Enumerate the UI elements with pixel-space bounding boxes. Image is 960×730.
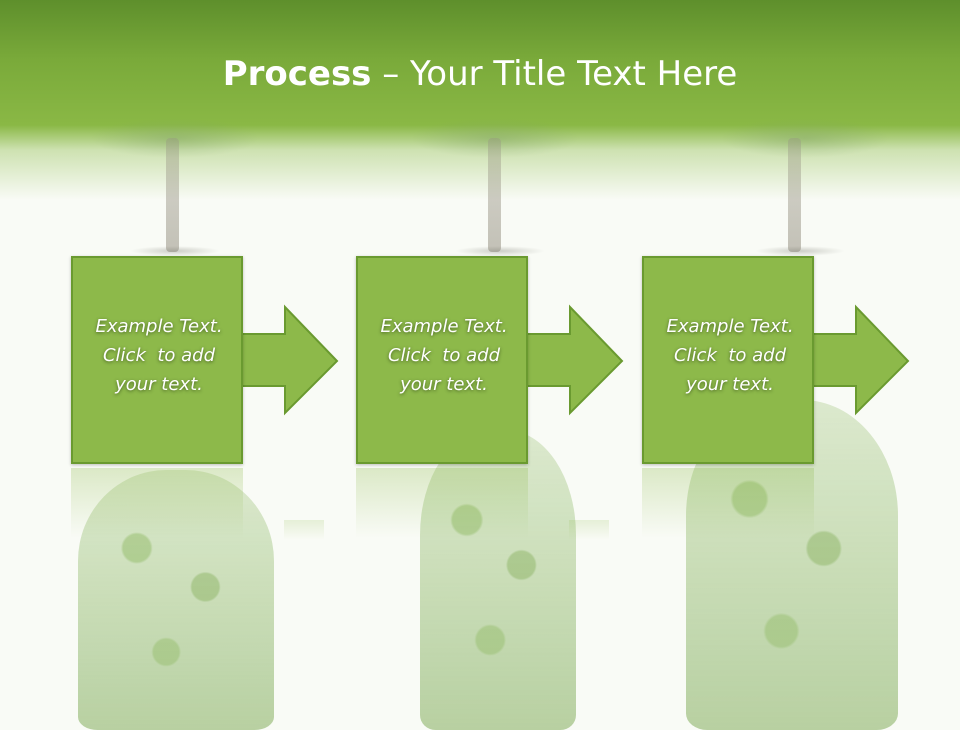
right-arrow-icon <box>240 304 339 416</box>
slide-title[interactable]: Process – Your Title Text Here <box>0 52 960 96</box>
step-text[interactable]: Example Text. Click to add your text. <box>650 312 810 399</box>
step-text-line: Click to add <box>387 345 500 366</box>
right-arrow-icon <box>811 304 910 416</box>
process-step-3: Example Text. Click to add your text. <box>642 256 912 466</box>
step-text-line: your text. <box>400 374 488 395</box>
process-step-1: Example Text. Click to add your text. <box>71 256 341 466</box>
step-text-line: Example Text. <box>666 316 794 337</box>
tree-trunk-image <box>488 138 501 252</box>
tree-canopy-image <box>720 118 890 158</box>
tree-trunk-image <box>166 138 179 252</box>
step-text-line: Example Text. <box>95 316 223 337</box>
step-box[interactable]: Example Text. Click to add your text. <box>71 256 243 464</box>
box-reflection <box>71 468 243 538</box>
process-step-2: Example Text. Click to add your text. <box>356 256 626 466</box>
tree-shadow <box>130 246 220 256</box>
title-bold: Process <box>222 54 372 94</box>
step-text-line: Example Text. <box>380 316 508 337</box>
arrow-reflection <box>284 520 324 540</box>
step-text[interactable]: Example Text. Click to add your text. <box>79 312 239 399</box>
step-text-line: Click to add <box>102 345 215 366</box>
box-reflection <box>642 468 814 538</box>
step-text-line: Click to add <box>673 345 786 366</box>
step-text[interactable]: Example Text. Click to add your text. <box>364 312 524 399</box>
step-text-line: your text. <box>115 374 203 395</box>
tree-shadow <box>455 246 545 256</box>
tree-shadow <box>755 246 845 256</box>
tree-trunk-image <box>788 138 801 252</box>
step-box[interactable]: Example Text. Click to add your text. <box>642 256 814 464</box>
title-rest: – Your Title Text Here <box>371 54 738 94</box>
arrow-reflection <box>569 520 609 540</box>
tree-bush-image <box>78 470 274 730</box>
step-text-line: your text. <box>686 374 774 395</box>
tree-bush-image <box>420 430 576 730</box>
box-reflection <box>356 468 528 538</box>
header-band <box>0 0 960 200</box>
step-box[interactable]: Example Text. Click to add your text. <box>356 256 528 464</box>
right-arrow-icon <box>525 304 624 416</box>
